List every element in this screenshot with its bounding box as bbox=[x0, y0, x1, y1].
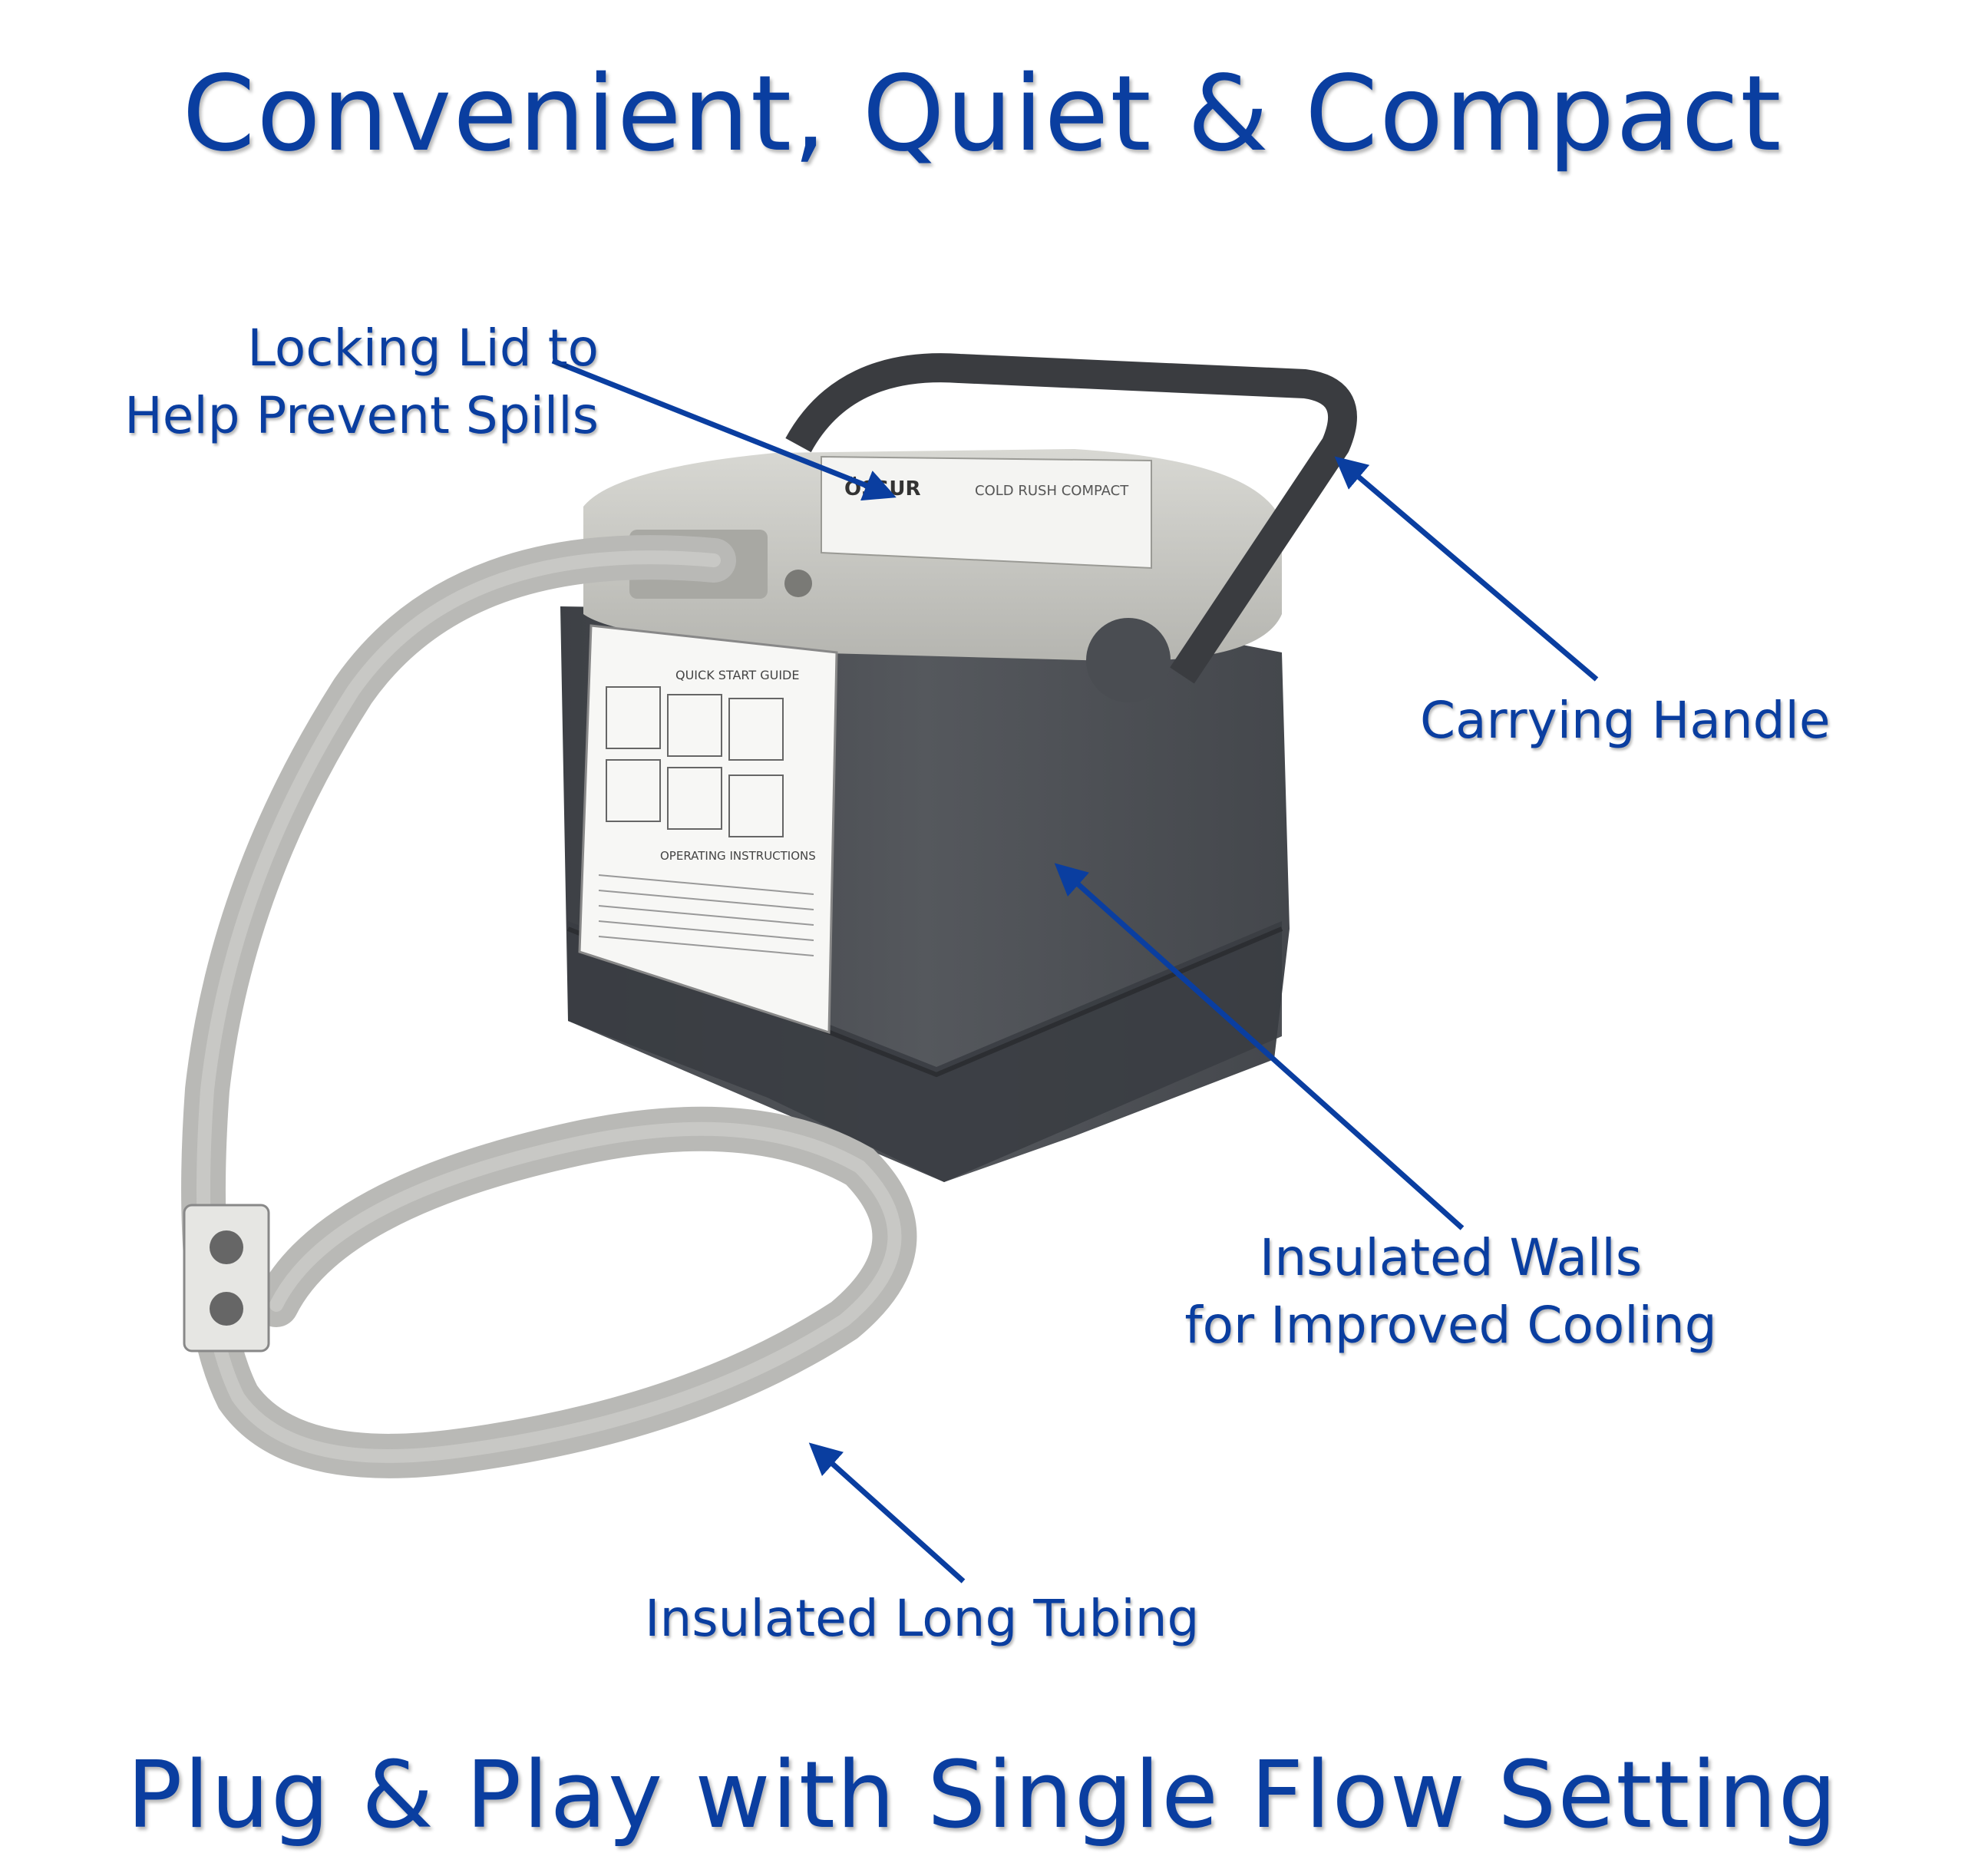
arrow-icon bbox=[1334, 456, 1599, 682]
callout-arrows bbox=[551, 358, 1599, 1584]
arrow-icon bbox=[808, 1442, 966, 1584]
callout-handle: Carrying Handle bbox=[1420, 687, 1830, 755]
arrow-icon bbox=[1054, 863, 1465, 1230]
front-instruction-label: QUICK START GUIDE OPERATING INSTRUCTIONS bbox=[578, 624, 838, 1035]
callout-lid-line1: Locking Lid to bbox=[247, 319, 599, 378]
callout-lid: Locking Lid to Help Prevent Spills bbox=[115, 315, 599, 450]
quick-start-title: QUICK START GUIDE bbox=[675, 668, 799, 682]
callout-tubing: Insulated Long Tubing bbox=[645, 1585, 1199, 1653]
headline: Convenient, Quiet & Compact bbox=[182, 54, 1783, 175]
footer-headline: Plug & Play with Single Flow Setting bbox=[127, 1742, 1838, 1849]
callout-walls-line2: for Improved Cooling bbox=[1184, 1296, 1717, 1355]
carrying-handle bbox=[785, 353, 1357, 702]
callout-walls: Insulated Walls for Improved Cooling bbox=[1174, 1224, 1727, 1359]
callout-handle-line1: Carrying Handle bbox=[1420, 691, 1831, 750]
arrow-icon bbox=[551, 358, 897, 501]
insulated-tubing bbox=[181, 535, 917, 1478]
model-label: COLD RUSH COMPACT bbox=[975, 483, 1129, 499]
callout-walls-line1: Insulated Walls bbox=[1259, 1228, 1643, 1287]
operating-title: OPERATING INSTRUCTIONS bbox=[660, 849, 816, 863]
callout-lid-line2: Help Prevent Spills bbox=[124, 386, 599, 445]
callout-tubing-line1: Insulated Long Tubing bbox=[645, 1589, 1200, 1648]
